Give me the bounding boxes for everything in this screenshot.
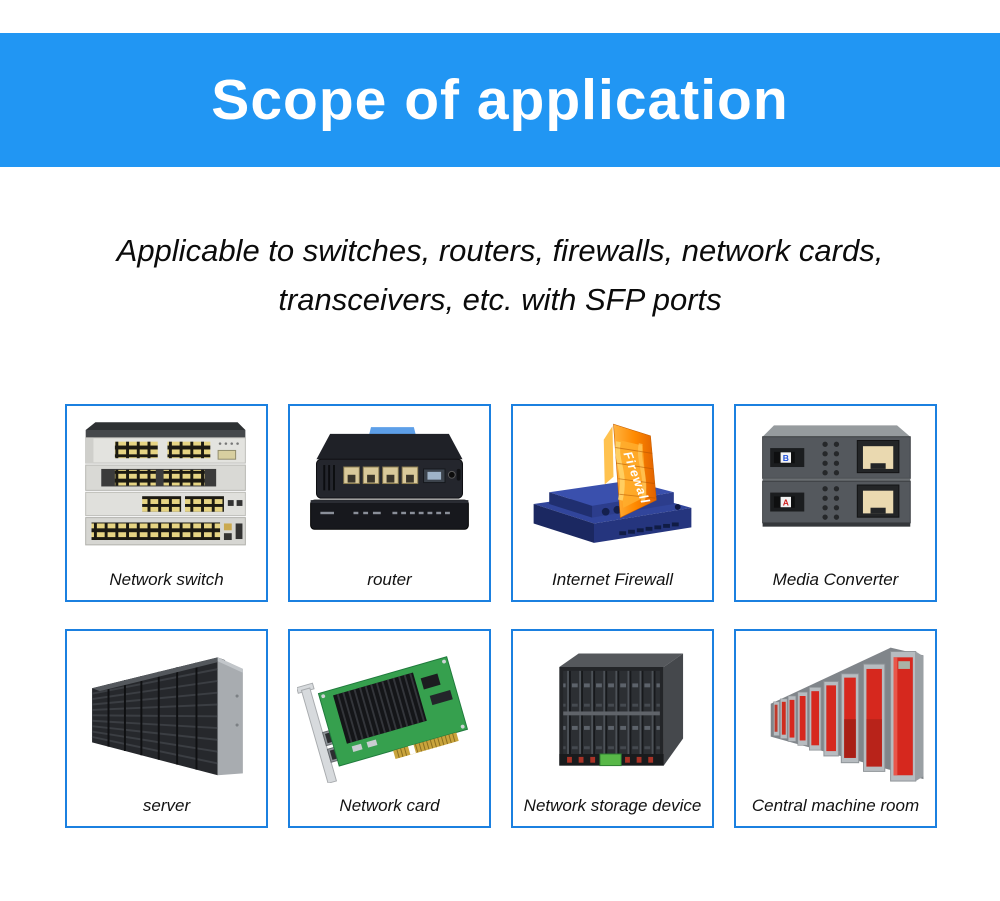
description-line-2: transceivers, etc. with SFP ports [278, 282, 722, 317]
media-converter-image: B A [736, 410, 935, 560]
internet-firewall-icon: Firewall [533, 423, 692, 543]
application-card-label: Network switch [109, 570, 224, 589]
application-card-internet-firewall: Firewall Internet Firewall [511, 404, 714, 602]
application-card-network-card: Network card [288, 629, 491, 828]
media-converter-icon: B A [762, 425, 911, 527]
description-line-1: Applicable to switches, routers, firewal… [116, 233, 884, 268]
application-card-media-converter: B A [734, 404, 937, 602]
machine-room-image [736, 635, 935, 785]
network-card-icon [297, 655, 469, 783]
application-card-label: server [142, 796, 191, 815]
network-card-image [290, 635, 489, 785]
server-image [67, 635, 266, 785]
description-text: Applicable to switches, routers, firewal… [0, 226, 1000, 324]
application-card-label: Network storage device [523, 796, 702, 815]
media-converter-unit-b-label: B [783, 453, 789, 463]
network-switch-image [67, 410, 266, 560]
application-card-server: server [65, 629, 268, 828]
application-card-label: Network card [339, 796, 440, 815]
network-switch-icon [85, 422, 246, 546]
application-card-label: Central machine room [751, 796, 920, 815]
application-card-machine-room: Central machine room [734, 629, 937, 828]
network-storage-icon [559, 652, 684, 766]
media-converter-unit-a-label: A [783, 497, 789, 507]
machine-room-icon [770, 647, 924, 782]
application-card-network-switch: Network switch [65, 404, 268, 602]
application-card-label: Media Converter [772, 570, 899, 589]
internet-firewall-image: Firewall [513, 410, 712, 560]
router-icon [310, 427, 469, 530]
application-card-router: router [288, 404, 491, 602]
network-storage-image [513, 635, 712, 785]
page-title: Scope of application [211, 68, 789, 132]
server-racks-icon [91, 656, 243, 775]
title-banner: Scope of application [0, 33, 1000, 167]
application-card-label: router [367, 570, 412, 589]
application-card-network-storage: Network storage device [511, 629, 714, 828]
router-image [290, 410, 489, 560]
application-card-label: Internet Firewall [552, 570, 673, 589]
